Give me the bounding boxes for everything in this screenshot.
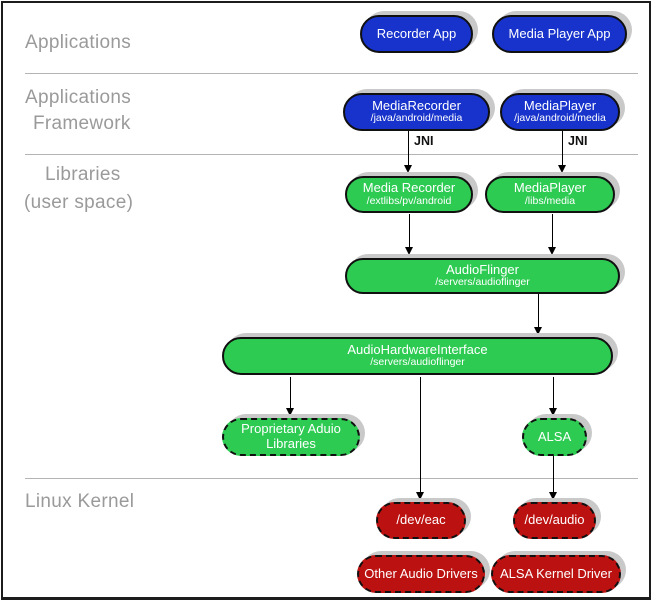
node-label: MediaPlayer [523,97,597,113]
node-label: /dev/eac [396,512,446,528]
node-label: MediaRecorder [372,97,461,113]
diagram-border [1,1,651,600]
jni-label-left: JNI [414,134,434,148]
node-label: Proprietary Aduio Libraries [241,421,341,451]
arrow-alsa-to-dev-audio-line [553,456,554,492]
layer-label-libraries-line1: Libraries [45,164,121,185]
arrow-jni-left-line [408,131,409,165]
arrow-ahi-to-dev-eac-line [420,377,421,492]
node-label: Recorder App [376,25,457,41]
layer-label-libraries-line2: (user space) [24,192,134,213]
node-dev-audio: /dev/audio [513,502,596,539]
node-alsa: ALSA [522,418,587,456]
layer-label-framework-line1: Applications [25,87,132,108]
node-sublabel: /libs/media [524,194,576,207]
node-label: /dev/audio [524,512,585,528]
arrow-ahi-to-dev-eac-head [416,492,424,500]
node-proprietary-audio-libraries: Proprietary Aduio Libraries [222,418,360,456]
node-mediaplayer-framework: MediaPlayer /java/android/media [500,93,620,131]
node-label: AudioFlinger [446,261,519,277]
node-label: ALSA [537,428,572,444]
layer-label-linux-kernel: Linux Kernel [25,491,135,512]
layer-label-framework-line2: Framework [33,113,131,134]
arrow-mediarecorder-to-audioflinger-head [405,247,413,255]
node-label: Other Audio Drivers [364,565,478,581]
arrow-audioflinger-to-ahi-line [538,294,539,327]
node-recorder-app: Recorder App [360,15,473,53]
arrow-audioflinger-to-ahi-head [534,327,542,335]
node-sublabel: /java/android/media [514,112,606,125]
node-label: AudioHardwareInterface [347,341,488,357]
arrow-mediaplayer-to-audioflinger-head [548,247,556,255]
node-label: Media Recorder [362,180,456,196]
node-media-player-app: Media Player App [492,15,627,53]
node-audiohardwareinterface: AudioHardwareInterface /servers/audiofli… [222,337,613,375]
arrow-jni-right-head [558,165,566,173]
layer-divider-2 [25,154,638,155]
arrow-mediaplayer-to-audioflinger-line [552,214,553,247]
node-label: MediaPlayer [513,180,587,196]
node-other-audio-drivers: Other Audio Drivers [357,555,485,593]
arrow-ahi-to-alsa-head [549,408,557,416]
layer-divider-3 [25,478,638,479]
node-media-recorder-lib: Media Recorder /extlibs/pv/android [345,176,473,213]
arrow-alsa-to-dev-audio-head [549,492,557,500]
node-mediaplayer-lib: MediaPlayer /libs/media [485,176,615,213]
arrow-ahi-to-proprietary-line [290,377,291,408]
node-sublabel: /java/android/media [370,112,463,125]
node-alsa-kernel-driver: ALSA Kernel Driver [491,555,621,593]
arrow-ahi-to-alsa-line [553,377,554,408]
node-label: Media Player App [508,25,611,41]
layer-label-applications: Applications [25,32,132,53]
node-sublabel: /servers/audioflinger [435,276,530,289]
node-dev-eac: /dev/eac [376,502,466,539]
node-mediarecorder-framework: MediaRecorder /java/android/media [343,93,490,131]
node-label: ALSA Kernel Driver [500,565,612,581]
arrow-jni-right-line [562,131,563,165]
node-audioflinger: AudioFlinger /servers/audioflinger [345,258,620,294]
node-sublabel: /extlibs/pv/android [366,194,452,207]
arrow-mediarecorder-to-audioflinger-line [409,214,410,247]
layer-divider-1 [25,73,638,74]
jni-label-right: JNI [568,134,588,148]
node-sublabel: /servers/audioflinger [370,356,465,369]
arrow-jni-left-head [404,165,412,173]
arrow-ahi-to-proprietary-head [286,408,294,416]
